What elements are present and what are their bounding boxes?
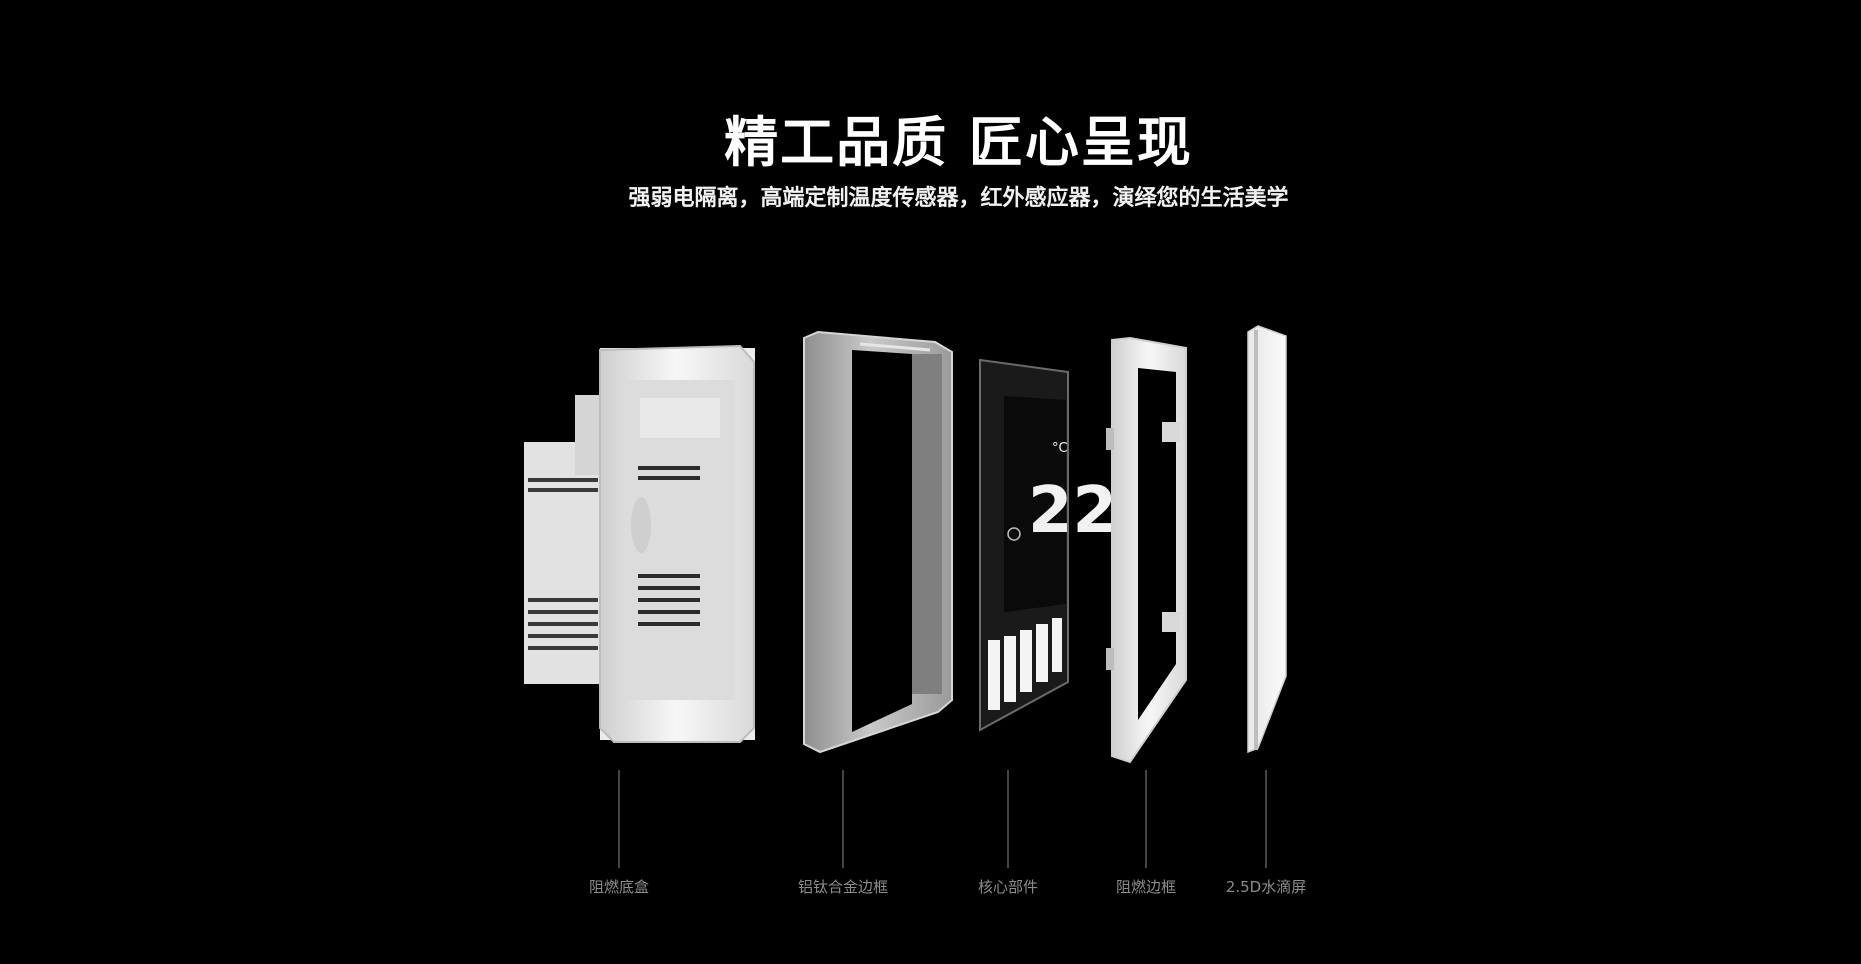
page-subtitle: 强弱电隔离，高端定制温度传感器，红外感应器，演绎您的生活美学 <box>628 186 1289 211</box>
label-glass-screen: 2.5D水滴屏 <box>1225 878 1307 896</box>
alloy-frame-part <box>803 330 953 754</box>
leader-lines <box>618 770 1267 868</box>
glass-screen-part <box>1247 325 1287 754</box>
page-title: 精工品质 匠心呈现 <box>724 111 1193 174</box>
core-component-part: 22 °C <box>979 358 1117 732</box>
flame-retardant-frame-part <box>1106 336 1187 764</box>
label-back-box: 阻燃底盒 <box>588 878 649 896</box>
touch-keys <box>988 618 1062 710</box>
label-alloy-frame: 铝钛合金边框 <box>797 878 888 896</box>
mode-icon <box>1007 527 1021 541</box>
back-box-part <box>524 344 755 743</box>
label-core-component: 核心部件 <box>977 878 1038 896</box>
label-flame-retardant-frame: 阻燃边框 <box>1115 878 1176 896</box>
temperature-unit: °C <box>1052 441 1068 456</box>
back-box-vents <box>528 466 700 650</box>
temperature-readout: 22 <box>1028 474 1117 548</box>
